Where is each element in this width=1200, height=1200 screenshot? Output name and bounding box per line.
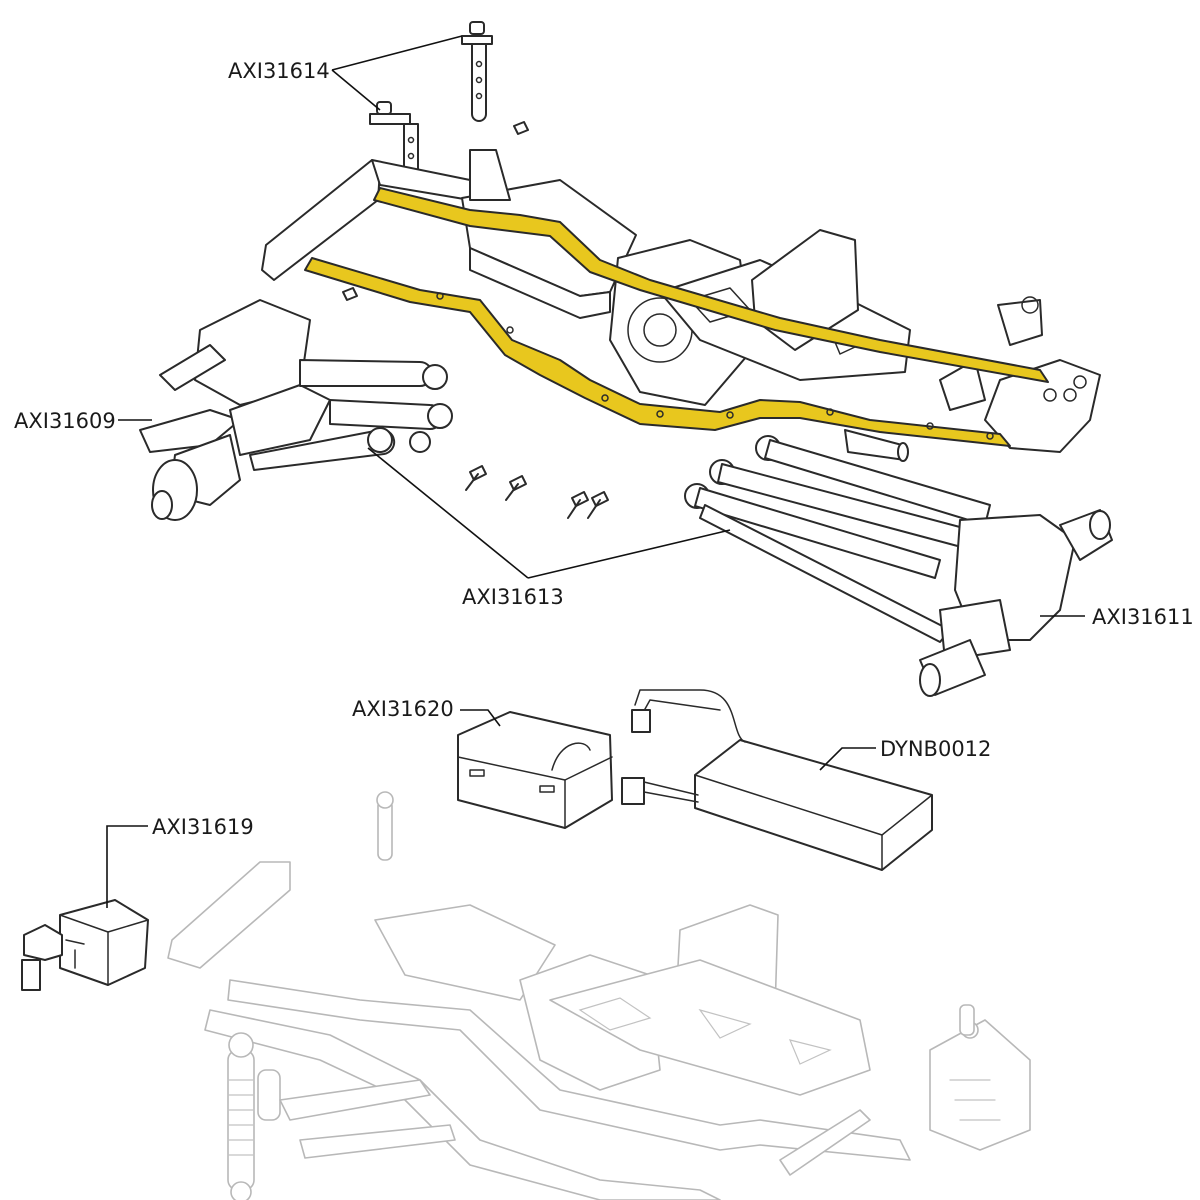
label-dynb0012: DYNB0012 <box>880 737 991 761</box>
servo-unit <box>21 899 149 991</box>
label-axi31613: AXI31613 <box>462 585 564 609</box>
battery-pack <box>621 689 933 871</box>
label-axi31619: AXI31619 <box>152 815 254 839</box>
front-axle-assembly <box>139 299 453 521</box>
label-axi31609: AXI31609 <box>14 409 116 433</box>
receiver-esc-box <box>457 711 613 829</box>
body-mount-posts <box>342 21 529 301</box>
rear-axle-assembly <box>684 435 1113 697</box>
label-axi31620: AXI31620 <box>352 697 454 721</box>
ghost-chassis <box>167 791 1031 1200</box>
part-labels: AXI31614 AXI31609 AXI31613 AXI31611 AXI3… <box>14 59 1194 839</box>
frame-rails-highlighted <box>304 187 1049 447</box>
link-screws <box>465 465 609 519</box>
leader-lines <box>106 35 1085 908</box>
label-axi31611: AXI31611 <box>1092 605 1194 629</box>
label-axi31614: AXI31614 <box>228 59 330 83</box>
